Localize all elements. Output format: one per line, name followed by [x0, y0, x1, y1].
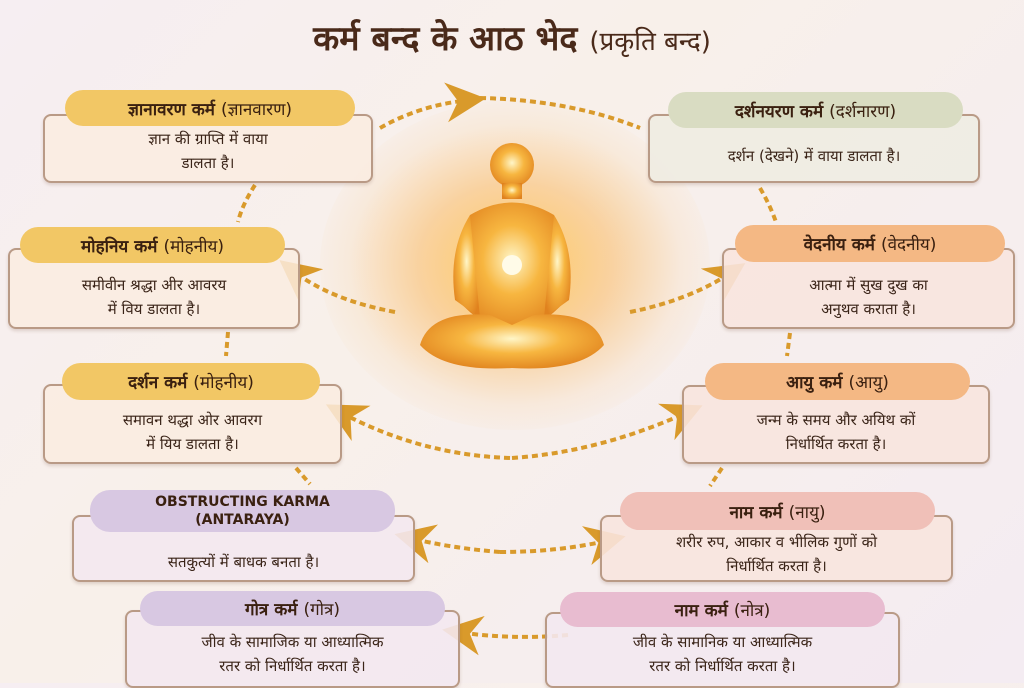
connector-5-7	[294, 466, 312, 486]
card-alias: (नोत्र)	[733, 601, 771, 621]
arrow-5-6	[511, 403, 703, 460]
card-alias: (मोहनीय)	[193, 373, 254, 393]
card-name: दर्शन कर्म	[128, 373, 188, 393]
card-alias: (ज्ञानवारण)	[220, 99, 293, 120]
card-desc-line: ज्ञान की ग्राप्ति में वाया	[148, 130, 268, 148]
card-name: ज्ञानावरण कर्म	[127, 99, 215, 120]
arrow-6-5	[325, 404, 511, 460]
card-desc-line: दर्शन (देखने) में वाया डालता है।	[727, 146, 901, 165]
card-alias: (नायु)	[788, 502, 826, 523]
card-naam: शरीर रुप, आकार व भीलिक गुणों को निर्धार्थ…	[600, 515, 953, 582]
connector-top	[479, 96, 641, 130]
connector-6-8	[708, 466, 724, 488]
arrow-to-4	[629, 263, 746, 314]
card-desc-line: में विय डालता है।	[107, 300, 201, 318]
meditating-figure-icon	[420, 143, 604, 369]
arrow-to-3	[279, 260, 396, 314]
card-desc-line: शरीर रुप, आकार व भीलिक गुणों को	[675, 533, 878, 551]
card-alias: (वेदनीय)	[880, 235, 937, 255]
card-desc-line: रतर को निर्धार्थित करता है।	[219, 657, 366, 675]
card-ayu-title: आयु कर्म(आयु)	[705, 363, 970, 400]
page-title: कर्म बन्द के आठ भेद (प्रकृति बन्द)	[0, 14, 1024, 60]
card-desc-line: निर्धार्थित करता है।	[785, 435, 887, 453]
card-naam-title: नाम कर्म(नायु)	[620, 492, 935, 530]
card-name: गोत्र कर्म	[244, 600, 298, 620]
card-alias: (आयु)	[848, 373, 889, 393]
connector-3-5	[224, 331, 230, 357]
card-darshanavarana-title: दर्शनयरण कर्म(दर्शनारण)	[668, 92, 963, 128]
card-antaraya-title: OBSTRUCTING KARMA (ANTARAYA)	[90, 490, 395, 532]
card-alias: (ANTARAYA)	[195, 512, 290, 528]
card-vedaniya-title: वेदनीय कर्म(वेदनीय)	[735, 225, 1005, 262]
card-desc-line: समीवीन श्रद्धा अीर आवरय	[81, 276, 227, 294]
card-name: मोहनिय कर्म	[81, 236, 158, 257]
title-main: कर्म बन्द के आठ भेद	[313, 19, 578, 59]
card-alias: (गोत्र)	[303, 600, 341, 620]
card-desc-line: अनुथव कराता है।	[821, 300, 916, 318]
card-name: वेदनीय कर्म	[803, 235, 875, 255]
card-name: OBSTRUCTING KARMA	[155, 494, 330, 510]
card-desc-line: जीव के सामानिक या आध्यात्मिक	[632, 633, 813, 651]
card-jnanavarana-title: ज्ञानावरण कर्म(ज्ञानवारण)	[65, 90, 355, 126]
card-desc-line: जीव के सामाजिक या आध्यात्मिक	[201, 633, 384, 651]
connector-1-3	[236, 183, 257, 223]
arrow-to-8	[499, 526, 626, 566]
arrow-1-2	[379, 82, 486, 130]
card-desc-line: में यिय डालता है।	[146, 435, 239, 453]
card-name: नाम कर्म	[729, 502, 783, 523]
card-mohaniya-title: मोहनिय कर्म(मोहनीय)	[20, 227, 285, 263]
card-desc-line: समावन थद्धा ओर आवरग	[122, 411, 263, 429]
card-name: दर्शनयरण कर्म	[734, 101, 824, 122]
card-name: आयु कर्म	[786, 373, 843, 393]
card-desc-line: डालता है।	[181, 154, 235, 172]
card-darshan-title: दर्शन कर्म(मोहनीय)	[62, 363, 320, 400]
card-desc-line: सतकुत्यों में बाधक बनता है।	[167, 553, 320, 571]
arrow-to-7	[394, 524, 501, 564]
card-alias: (मोहनीय)	[163, 236, 224, 257]
title-sub: (प्रकृति बन्द)	[589, 27, 711, 57]
card-alias: (दर्शनारण)	[829, 101, 897, 122]
card-name: नाम कर्म	[674, 601, 728, 621]
card-desc-line: रतर को निर्धार्थित करता है।	[649, 657, 796, 675]
card-desc-line: जन्म के समय और अयिथ कों	[756, 411, 916, 429]
connector-4-6	[785, 332, 792, 357]
card-naam-gotra-title: नाम कर्म(नोत्र)	[560, 592, 885, 627]
card-gotra-title: गोत्र कर्म(गोत्र)	[140, 591, 445, 626]
connector-2-4	[758, 186, 778, 223]
card-desc-line: आत्मा में सुख दुख का	[809, 276, 928, 294]
card-desc-line: निर्धार्थित करता है।	[726, 557, 827, 575]
